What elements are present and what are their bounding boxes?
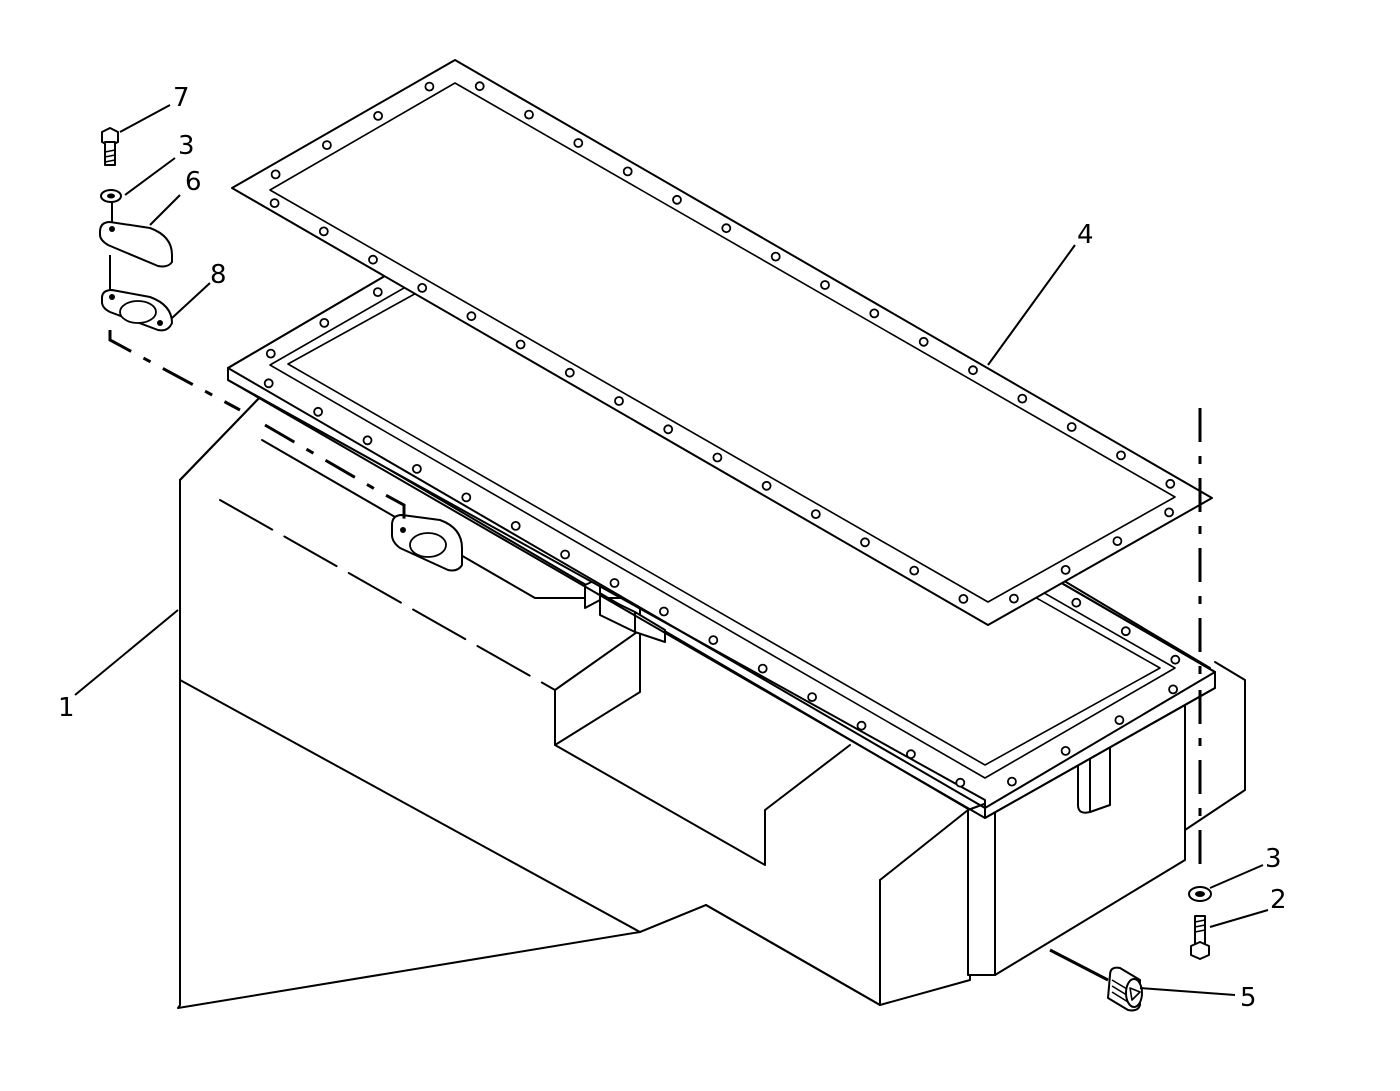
callout-2: 2	[1270, 885, 1287, 915]
washer-part-3-top	[100, 189, 122, 203]
drain-plug-part-5	[1107, 966, 1143, 1012]
bolt-hole	[712, 452, 723, 463]
bolt-hole	[515, 339, 526, 350]
bolt-hole	[313, 406, 324, 417]
bolt-hole	[319, 317, 330, 328]
bolt-hole	[614, 396, 624, 406]
bolt-hole	[321, 140, 332, 151]
callout-3-bottom: 3	[1265, 844, 1282, 874]
bolt-hole	[869, 308, 880, 319]
bolt-hole	[909, 565, 920, 576]
bolt-hole	[1060, 746, 1071, 756]
bolt-hole	[265, 348, 276, 359]
bolt-hole	[411, 463, 422, 474]
side-cover-plate	[391, 514, 463, 572]
bolt-hole	[672, 194, 682, 205]
bolt-hole	[820, 280, 830, 290]
bolt-hole	[461, 492, 472, 503]
bolt-hole	[659, 606, 669, 617]
bolt-hole	[856, 720, 867, 731]
bolt-hole	[663, 424, 674, 435]
bolt-hole	[560, 549, 570, 560]
bolt-hole	[510, 521, 521, 531]
bolt-hole	[1114, 715, 1125, 725]
callout-7: 7	[173, 83, 190, 113]
bolt-hole	[807, 692, 817, 702]
bolt-hole	[622, 166, 633, 177]
bolt-part-2	[1190, 915, 1210, 960]
bolt-hole	[1066, 422, 1077, 432]
bolt-hole	[708, 635, 719, 645]
bolt-hole	[761, 480, 772, 491]
bolt-hole	[368, 254, 378, 265]
bolt-hole	[573, 138, 584, 148]
bolt-hole	[269, 198, 280, 209]
bolt-hole	[1071, 597, 1082, 608]
callout-leaders	[74, 104, 1269, 996]
bolt-hole	[318, 226, 329, 237]
bolt-hole	[372, 287, 383, 298]
bolt-hole	[424, 81, 435, 92]
bolt-hole	[1009, 593, 1019, 604]
washer-part-3-bottom	[1188, 886, 1212, 902]
bolt-hole	[524, 109, 534, 120]
bolt-hole	[1116, 450, 1126, 461]
callout-labels: 1 2 3 3 4 5 6 7 8	[58, 83, 1287, 1013]
bolt-hole	[918, 336, 929, 347]
bolt-hole	[474, 81, 485, 92]
bolt-hole	[466, 311, 477, 322]
gasket-part-8	[101, 289, 173, 332]
bolt-hole	[968, 365, 978, 376]
cover-plate-part-6	[99, 221, 173, 268]
bolt-hole	[757, 663, 768, 674]
bolt-hole	[1168, 684, 1178, 695]
bolt-part-7	[101, 127, 119, 166]
callout-8: 8	[210, 260, 227, 290]
bolt-hole	[270, 169, 281, 180]
bolt-hole	[906, 749, 916, 760]
bolt-hole	[1165, 478, 1176, 489]
bolt-hole	[564, 367, 575, 378]
callout-4: 4	[1077, 220, 1094, 250]
bolt-hole	[1120, 626, 1131, 637]
bolt-hole	[1017, 393, 1028, 404]
bolt-hole	[609, 578, 620, 588]
callout-3-top: 3	[178, 131, 195, 161]
bolt-hole	[1164, 507, 1174, 518]
bolt-hole	[1112, 536, 1123, 546]
bolt-hole	[860, 537, 870, 548]
oil-pan-gasket	[231, 59, 1213, 626]
bolt-hole	[955, 777, 966, 788]
bolt-hole	[958, 594, 969, 604]
bolt-hole	[1007, 776, 1017, 787]
bolt-hole	[263, 378, 274, 389]
bolt-hole	[362, 435, 373, 446]
callout-1: 1	[58, 693, 75, 723]
assembly-center-lines	[108, 200, 1202, 982]
bolt-hole	[810, 509, 821, 519]
gasket-bolt-holes	[269, 81, 1176, 604]
bolt-hole	[1060, 565, 1071, 575]
bolt-hole	[770, 251, 781, 262]
bolt-hole	[1170, 654, 1181, 665]
callout-5: 5	[1240, 983, 1257, 1013]
bolt-hole	[721, 223, 732, 234]
callout-6: 6	[185, 167, 202, 197]
bolt-hole	[417, 282, 428, 293]
bolt-hole	[373, 111, 384, 121]
oil-pan-flange	[227, 232, 1216, 819]
